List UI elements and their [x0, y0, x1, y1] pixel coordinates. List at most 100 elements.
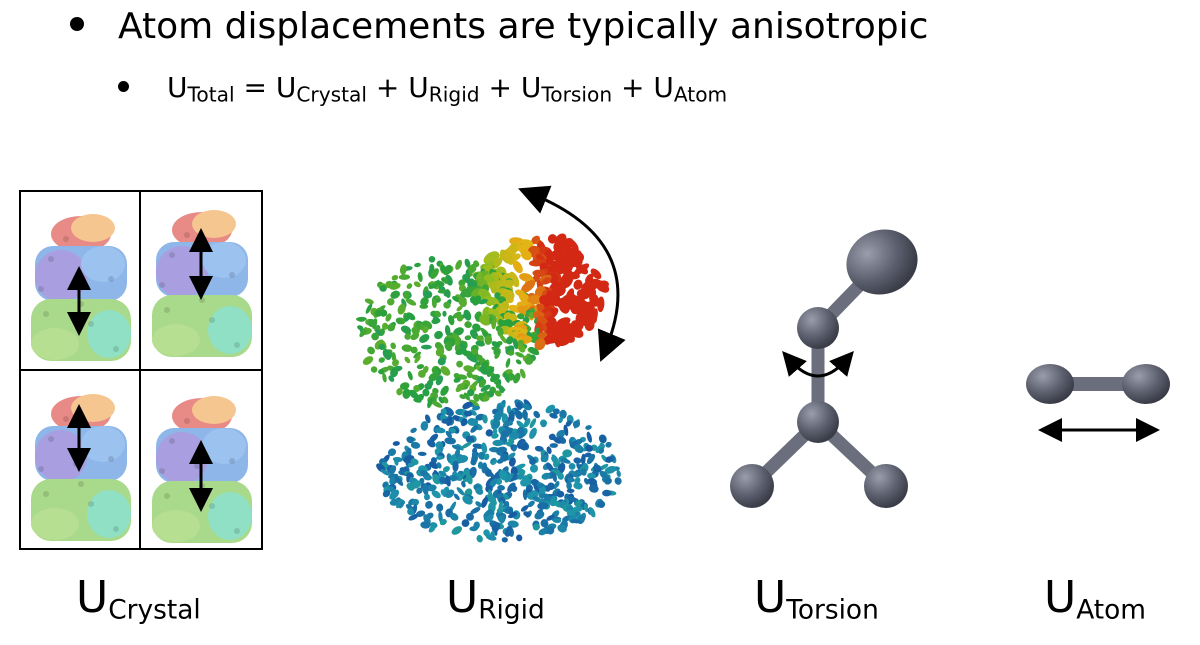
ellipsoid	[484, 335, 493, 345]
equation-term-sub: Atom	[673, 82, 728, 107]
ellipsoid	[507, 350, 515, 356]
ellipsoid	[431, 490, 441, 499]
atom-sphere	[730, 464, 774, 508]
ellipsoid	[440, 385, 449, 396]
ellipsoid	[431, 298, 437, 309]
ellipsoid	[462, 401, 473, 410]
ellipsoid	[435, 375, 444, 386]
ellipsoid	[451, 475, 457, 482]
ellipsoid	[482, 395, 490, 402]
ellipsoid	[508, 457, 516, 467]
ellipsoid	[442, 396, 449, 404]
ellipsoid	[444, 341, 453, 352]
ellipsoid	[435, 347, 445, 357]
ellipsoid	[440, 366, 451, 376]
ellipsoid	[534, 445, 544, 452]
ellipsoid	[549, 412, 558, 419]
ellipsoid	[552, 436, 562, 444]
caption-sub: Rigid	[478, 594, 545, 626]
ellipsoid	[463, 365, 475, 373]
ellipsoid	[427, 397, 433, 409]
ellipsoid	[423, 290, 433, 299]
ellipsoid	[406, 482, 415, 491]
ellipsoid	[358, 317, 366, 322]
ellipsoid	[540, 519, 549, 528]
ellipsoid	[403, 290, 410, 299]
ellipsoid	[442, 264, 453, 276]
ellipsoid	[462, 476, 471, 483]
ellipsoid	[425, 500, 433, 509]
ellipsoid	[587, 472, 596, 480]
ellipsoid	[549, 443, 558, 448]
ellipsoid	[412, 498, 420, 506]
ellipsoid	[403, 313, 412, 322]
ellipsoid	[472, 405, 481, 411]
ellipsoid	[481, 496, 488, 508]
ellipsoid	[464, 335, 472, 341]
ellipsoid	[523, 511, 531, 517]
ellipsoid	[560, 458, 571, 464]
crystal-lattice-figure	[19, 190, 263, 550]
ellipsoid	[598, 448, 605, 454]
ellipsoid	[431, 318, 441, 325]
ellipsoid	[463, 309, 472, 321]
ellipsoid	[402, 388, 411, 399]
ellipsoid	[426, 439, 436, 448]
ellipsoid	[595, 443, 605, 454]
ellipsoid	[407, 508, 415, 516]
ellipsoid	[379, 285, 387, 292]
ellipsoid	[475, 340, 485, 347]
ellipsoid	[417, 272, 423, 283]
ellipsoid	[389, 489, 400, 500]
ellipsoid	[492, 428, 498, 435]
ellipsoid	[436, 503, 444, 512]
ellipsoid	[566, 481, 572, 490]
ellipsoid	[469, 329, 479, 340]
ellipsoid	[390, 342, 396, 350]
ellipsoid	[456, 455, 469, 463]
ellipsoid	[491, 433, 499, 439]
ellipsoid	[389, 476, 396, 485]
ellipsoid	[359, 328, 367, 338]
ellipsoid	[406, 283, 413, 289]
ellipsoid	[533, 410, 541, 419]
ellipsoid	[498, 385, 505, 394]
equation-term-sub: Crystal	[296, 82, 368, 107]
ellipsoid	[380, 469, 392, 476]
caption-crystal: UCrystal	[76, 568, 201, 641]
ellipsoid	[392, 359, 399, 367]
ellipsoid	[444, 325, 451, 337]
ellipsoid	[453, 377, 461, 383]
equation-term: U	[275, 71, 297, 104]
ellipsoid	[585, 425, 592, 430]
ellipsoid	[556, 490, 565, 498]
ellipsoid	[392, 441, 400, 446]
ellipsoid	[367, 346, 375, 355]
ellipsoid	[485, 429, 494, 437]
equation: UTotal = UCrystal + URigid + UTorsion + …	[167, 66, 727, 116]
caption-base: U	[446, 572, 479, 623]
ellipsoid	[419, 304, 429, 309]
ellipsoid	[509, 271, 520, 288]
ellipsoid	[445, 430, 452, 438]
ellipsoid	[520, 505, 529, 512]
ellipsoid	[534, 510, 545, 520]
ellipsoid	[461, 519, 470, 528]
ellipsoid	[504, 319, 514, 328]
ellipsoid	[494, 390, 502, 397]
atom-ellipsoid	[1026, 364, 1074, 404]
ellipsoid	[501, 319, 507, 328]
ellipsoid	[570, 519, 581, 524]
ellipsoid	[510, 485, 518, 492]
ellipsoid	[426, 484, 437, 492]
ellipsoid	[410, 332, 420, 341]
ellipsoid	[516, 420, 525, 429]
atom-ellipsoid	[846, 229, 918, 295]
ellipsoid	[413, 351, 422, 359]
ellipsoid	[461, 480, 466, 488]
caption-torsion: UTorsion	[754, 568, 879, 641]
ellipsoid	[614, 477, 622, 485]
ellipsoid	[604, 477, 612, 485]
ellipsoid	[540, 421, 547, 428]
ellipsoid	[440, 408, 447, 416]
